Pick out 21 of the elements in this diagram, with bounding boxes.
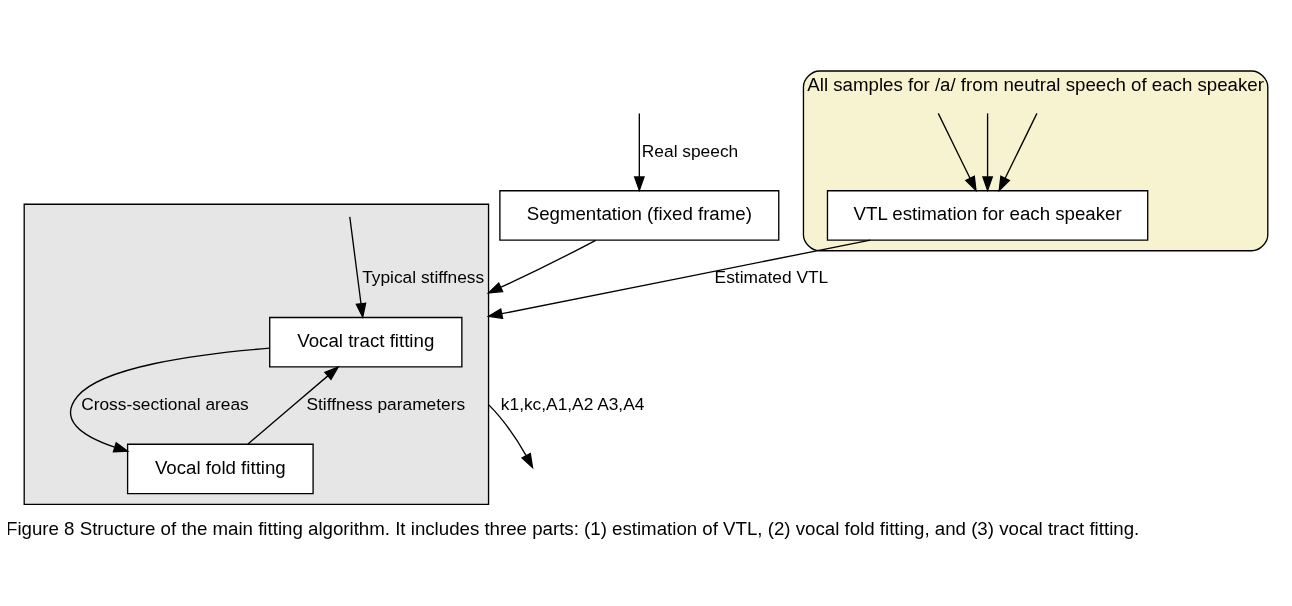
edge-label: Real speech <box>641 140 739 161</box>
node-box: Vocal tract fitting <box>269 316 463 368</box>
edge-label: k1,kc,A1,A2 A3,A4 <box>500 394 645 415</box>
cluster <box>23 203 490 505</box>
arrow <box>982 112 994 193</box>
arrow <box>247 365 340 445</box>
caption: Figure 8 Structure of the main fitting algorithm. It includes three parts: (1) estimation of VTL, (2) vocal fold fitting, and (3) vocal tract fitting. <box>5 518 1140 540</box>
arrow <box>486 239 597 294</box>
arrow <box>69 347 271 453</box>
edge-label: Estimated VTL <box>714 267 829 288</box>
arrow <box>487 404 534 470</box>
edge-label: Stiffness parameters <box>306 394 466 415</box>
arrow <box>998 112 1038 193</box>
arrow <box>633 112 645 193</box>
edge-label: Cross-sectional areas <box>81 394 249 415</box>
node-box: Segmentation (fixed frame) <box>499 190 780 241</box>
node-box: VTL estimation for each speaker <box>826 190 1149 241</box>
node-box: Vocal fold fitting <box>126 443 314 495</box>
arrow <box>349 216 367 319</box>
edge-label: Typical stiffness <box>362 267 485 288</box>
arrow <box>937 112 977 193</box>
